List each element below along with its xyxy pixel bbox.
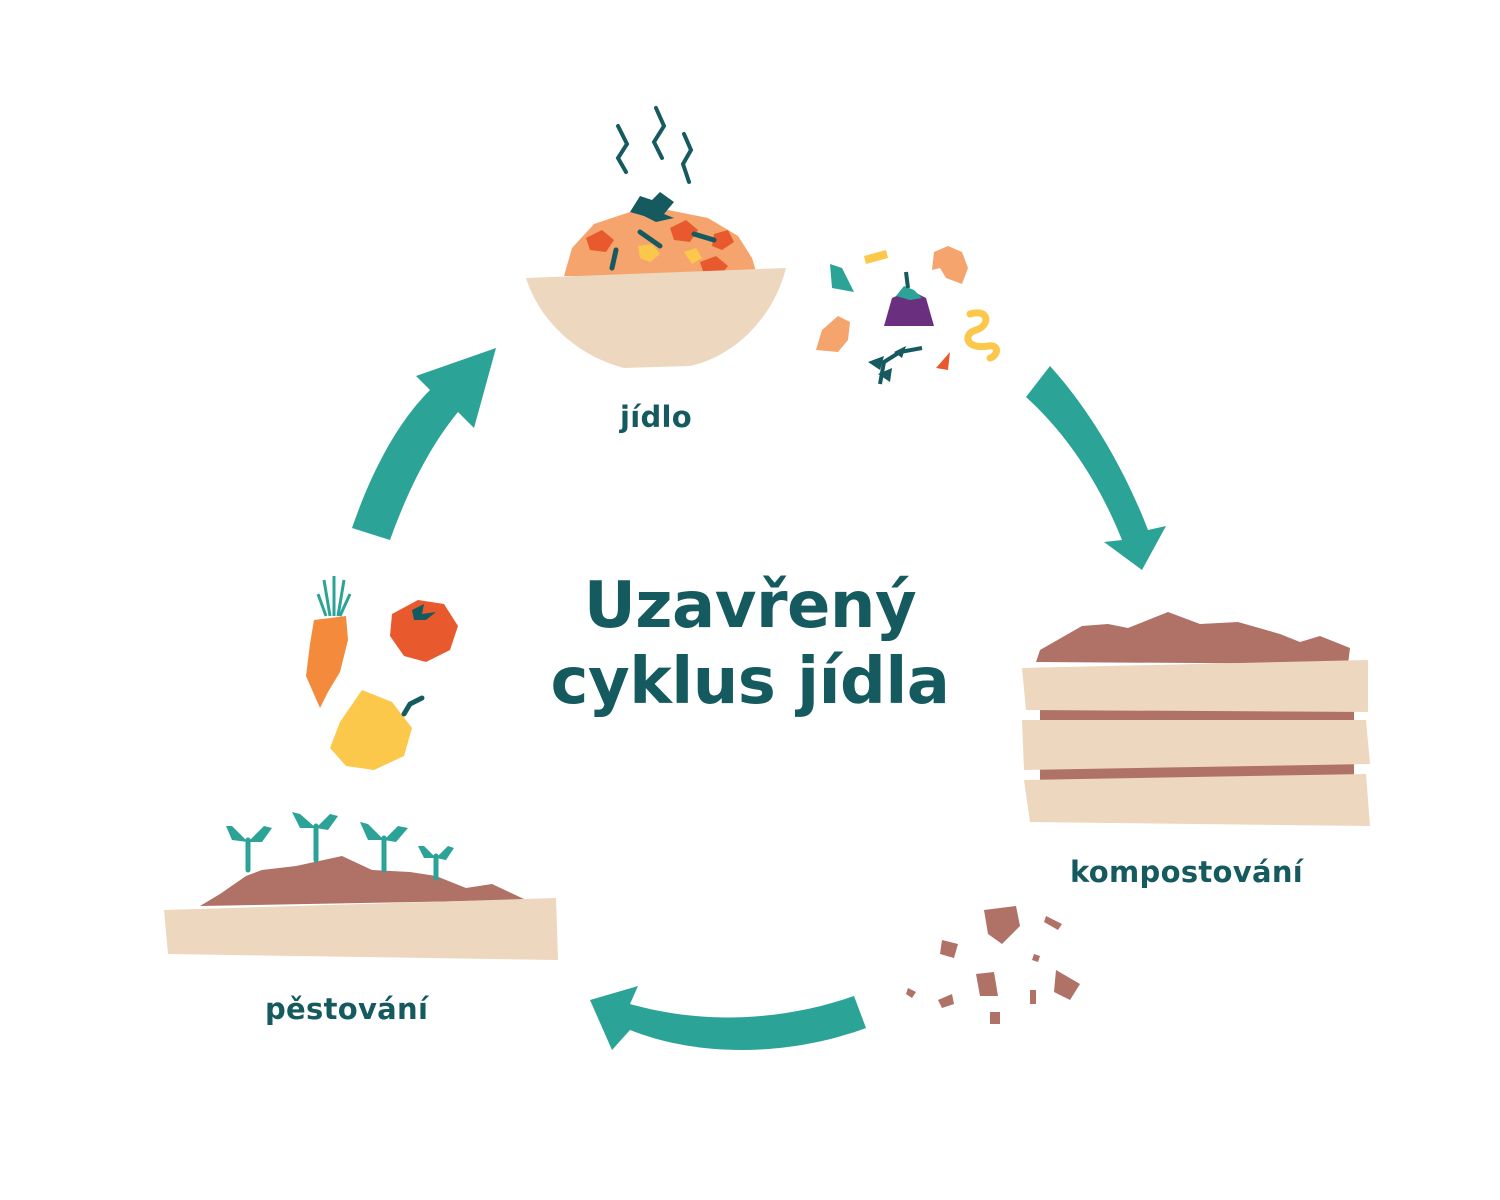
bowl-of-food-icon xyxy=(526,106,786,368)
garden-bed-icon xyxy=(164,812,558,960)
diagram-title: Uzavřený cyklus jídla xyxy=(450,568,1050,720)
title-line-1: Uzavřený xyxy=(583,569,917,643)
carrot-icon xyxy=(306,576,352,708)
food-scraps-icon xyxy=(816,246,1000,385)
vegetables-icon xyxy=(306,576,458,770)
tomato-icon xyxy=(390,600,458,662)
compost-crumbs-icon xyxy=(906,906,1080,1024)
arrow-composting-to-growing xyxy=(590,986,866,1051)
arrow-growing-to-food xyxy=(352,348,496,540)
stage-label-composting: kompostování xyxy=(1070,855,1304,889)
stage-label-food: jídlo xyxy=(620,400,693,434)
arrow-food-to-composting xyxy=(1026,366,1166,570)
compost-box-icon xyxy=(1022,612,1370,826)
title-line-2: cyklus jídla xyxy=(550,645,950,719)
pepper-icon xyxy=(330,690,425,770)
stage-label-growing: pěstování xyxy=(265,992,429,1026)
cycle-arrow-icon xyxy=(352,348,1166,1051)
